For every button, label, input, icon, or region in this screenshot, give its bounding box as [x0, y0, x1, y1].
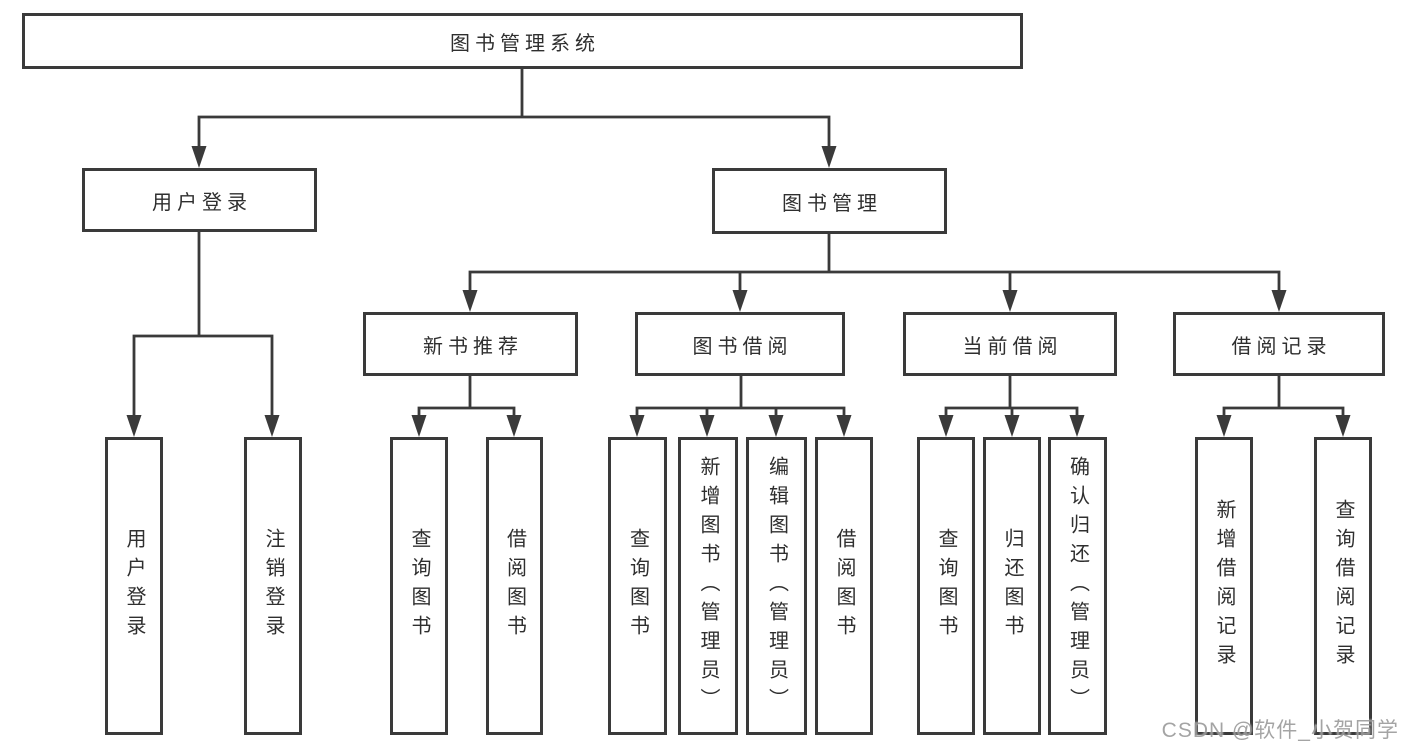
leaf-records-query-record-label: 查询借阅记录: [1332, 499, 1354, 673]
leaf-borrow-add-books-admin-label: 新增图书（管理员）: [697, 455, 719, 717]
node-library-system: 图书管理系统: [22, 13, 1023, 69]
node-new-book-recommend-label: 新书推荐: [423, 335, 523, 358]
leaf-current-query-books: 查询图书: [917, 437, 975, 735]
csdn-watermark: CSDN @软件_小贺同学: [1161, 719, 1399, 742]
leaf-newrec-borrow-books: 借阅图书: [486, 437, 543, 735]
leaf-user-login: 用户登录: [105, 437, 163, 735]
node-book-borrowing: 图书借阅: [635, 312, 845, 376]
node-book-management-branch: 图书管理: [712, 168, 947, 234]
node-library-system-label: 图书管理系统: [450, 32, 600, 55]
leaf-user-login-label: 用户登录: [123, 528, 145, 644]
node-new-book-recommend: 新书推荐: [363, 312, 578, 376]
node-book-management-branch-label: 图书管理: [782, 192, 882, 215]
leaf-records-query-record: 查询借阅记录: [1314, 437, 1372, 735]
leaf-borrow-query-books: 查询图书: [608, 437, 667, 735]
leaf-current-query-books-label: 查询图书: [935, 528, 957, 644]
node-user-login-branch: 用户登录: [82, 168, 317, 232]
node-user-login-branch-label: 用户登录: [152, 191, 252, 214]
node-borrowing-records-label: 借阅记录: [1231, 335, 1332, 358]
leaf-current-confirm-return-admin-label: 确认归还（管理员）: [1066, 455, 1089, 717]
leaf-borrow-query-books-label: 查询图书: [626, 528, 649, 644]
leaf-logout: 注销登录: [244, 437, 302, 735]
leaf-newrec-query-books-label: 查询图书: [408, 528, 430, 644]
leaf-records-add-record: 新增借阅记录: [1195, 437, 1253, 735]
leaf-newrec-query-books: 查询图书: [390, 437, 448, 735]
leaf-borrow-edit-books-admin: 编辑图书（管理员）: [746, 437, 807, 735]
node-current-borrowing-label: 当前借阅: [962, 335, 1063, 358]
leaf-borrow-borrow-books-label: 借阅图书: [833, 528, 855, 644]
leaf-records-add-record-label: 新增借阅记录: [1213, 499, 1235, 673]
leaf-borrow-edit-books-admin-label: 编辑图书（管理员）: [765, 455, 788, 717]
node-borrowing-records: 借阅记录: [1173, 312, 1385, 376]
leaf-borrow-add-books-admin: 新增图书（管理员）: [678, 437, 738, 735]
node-current-borrowing: 当前借阅: [903, 312, 1117, 376]
leaf-current-confirm-return-admin: 确认归还（管理员）: [1048, 437, 1107, 735]
leaf-current-return-books-label: 归还图书: [1001, 528, 1023, 644]
leaf-borrow-borrow-books: 借阅图书: [815, 437, 873, 735]
leaf-logout-label: 注销登录: [262, 528, 284, 644]
leaf-newrec-borrow-books-label: 借阅图书: [503, 528, 526, 644]
leaf-current-return-books: 归还图书: [983, 437, 1041, 735]
node-book-borrowing-label: 图书借阅: [692, 335, 793, 358]
